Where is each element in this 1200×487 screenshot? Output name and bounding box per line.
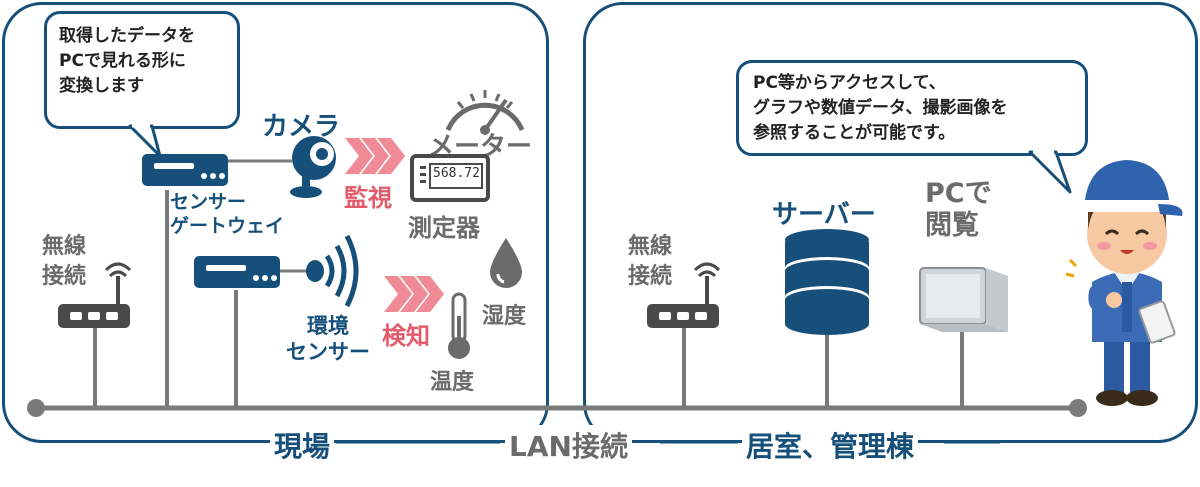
router-icon: [142, 154, 228, 186]
bubble-line: PCで見れる形に: [59, 51, 186, 71]
monitor-label: 監視: [344, 184, 392, 212]
env-sensor-label-line: 環境: [307, 314, 349, 338]
bubble-line: 参照することが可能です。: [753, 123, 956, 143]
wireless-label-line: 接続: [42, 264, 87, 289]
laptop-icon: [919, 267, 1008, 332]
right-bubble-tail: [1028, 148, 1072, 194]
wireless-label-line: 接続: [628, 264, 673, 289]
wireless-router-icon: [647, 262, 721, 328]
server-label: サーバー: [772, 200, 876, 230]
gateway-label-line: ゲートウェイ: [170, 215, 285, 237]
camera-label: カメラ: [262, 112, 341, 142]
camera-icon: [290, 136, 336, 198]
wireless-label-line: 無線: [42, 234, 87, 259]
signal-waves-icon: [306, 234, 359, 308]
wireless-label-left: 無線 接続: [42, 232, 86, 292]
wireless-label-line: 無線: [628, 234, 673, 259]
humidity-label: 湿度: [482, 304, 527, 329]
wireless-router-icon: [58, 262, 132, 328]
arrow-chevrons-icon: [345, 138, 405, 174]
wireless-label-right: 無線 接続: [628, 232, 672, 292]
server-icon: [785, 229, 869, 335]
bubble-line: 変換します: [59, 76, 144, 96]
left-bubble-tail: [128, 122, 162, 158]
detect-label: 検知: [382, 322, 430, 350]
bubble-line: グラフや数値データ、撮影画像を: [753, 98, 1008, 118]
temperature-label: 温度: [430, 370, 475, 395]
office-label: 居室、管理棟: [742, 425, 919, 465]
env-sensor-label-line: センサー: [286, 340, 370, 364]
bubble-line: 取得したデータを: [59, 26, 195, 46]
bubble-line: PC等からアクセスして、: [753, 73, 946, 93]
gateway-label-line: センサー: [170, 191, 247, 213]
gateway-icon: [194, 256, 280, 288]
pc-view-label-line: 閲覧: [925, 210, 979, 241]
arrow-chevrons-icon: [384, 276, 444, 312]
thermometer-icon: [448, 292, 470, 359]
left-speech-bubble: 取得したデータを PCで見れる形に 変換します: [44, 11, 240, 129]
measuring-instrument-label: 測定器: [408, 214, 480, 242]
droplet-icon: [490, 238, 522, 288]
site-label: 現場: [270, 425, 335, 465]
pc-view-label-line: PCで: [925, 178, 992, 209]
gateway-label: センサー ゲートウェイ: [170, 190, 284, 238]
meter-value: 568.72: [433, 166, 480, 181]
pc-view-label: PCで 閲覧: [925, 178, 992, 242]
worker-icon: [1065, 160, 1183, 406]
gauge-icon: [445, 90, 525, 135]
env-sensor-label: 環境 センサー: [286, 313, 370, 365]
meter-icon: [410, 154, 490, 202]
right-speech-bubble: PC等からアクセスして、 グラフや数値データ、撮影画像を 参照することが可能です…: [736, 60, 1088, 156]
lan-label: LAN接続: [505, 425, 632, 465]
